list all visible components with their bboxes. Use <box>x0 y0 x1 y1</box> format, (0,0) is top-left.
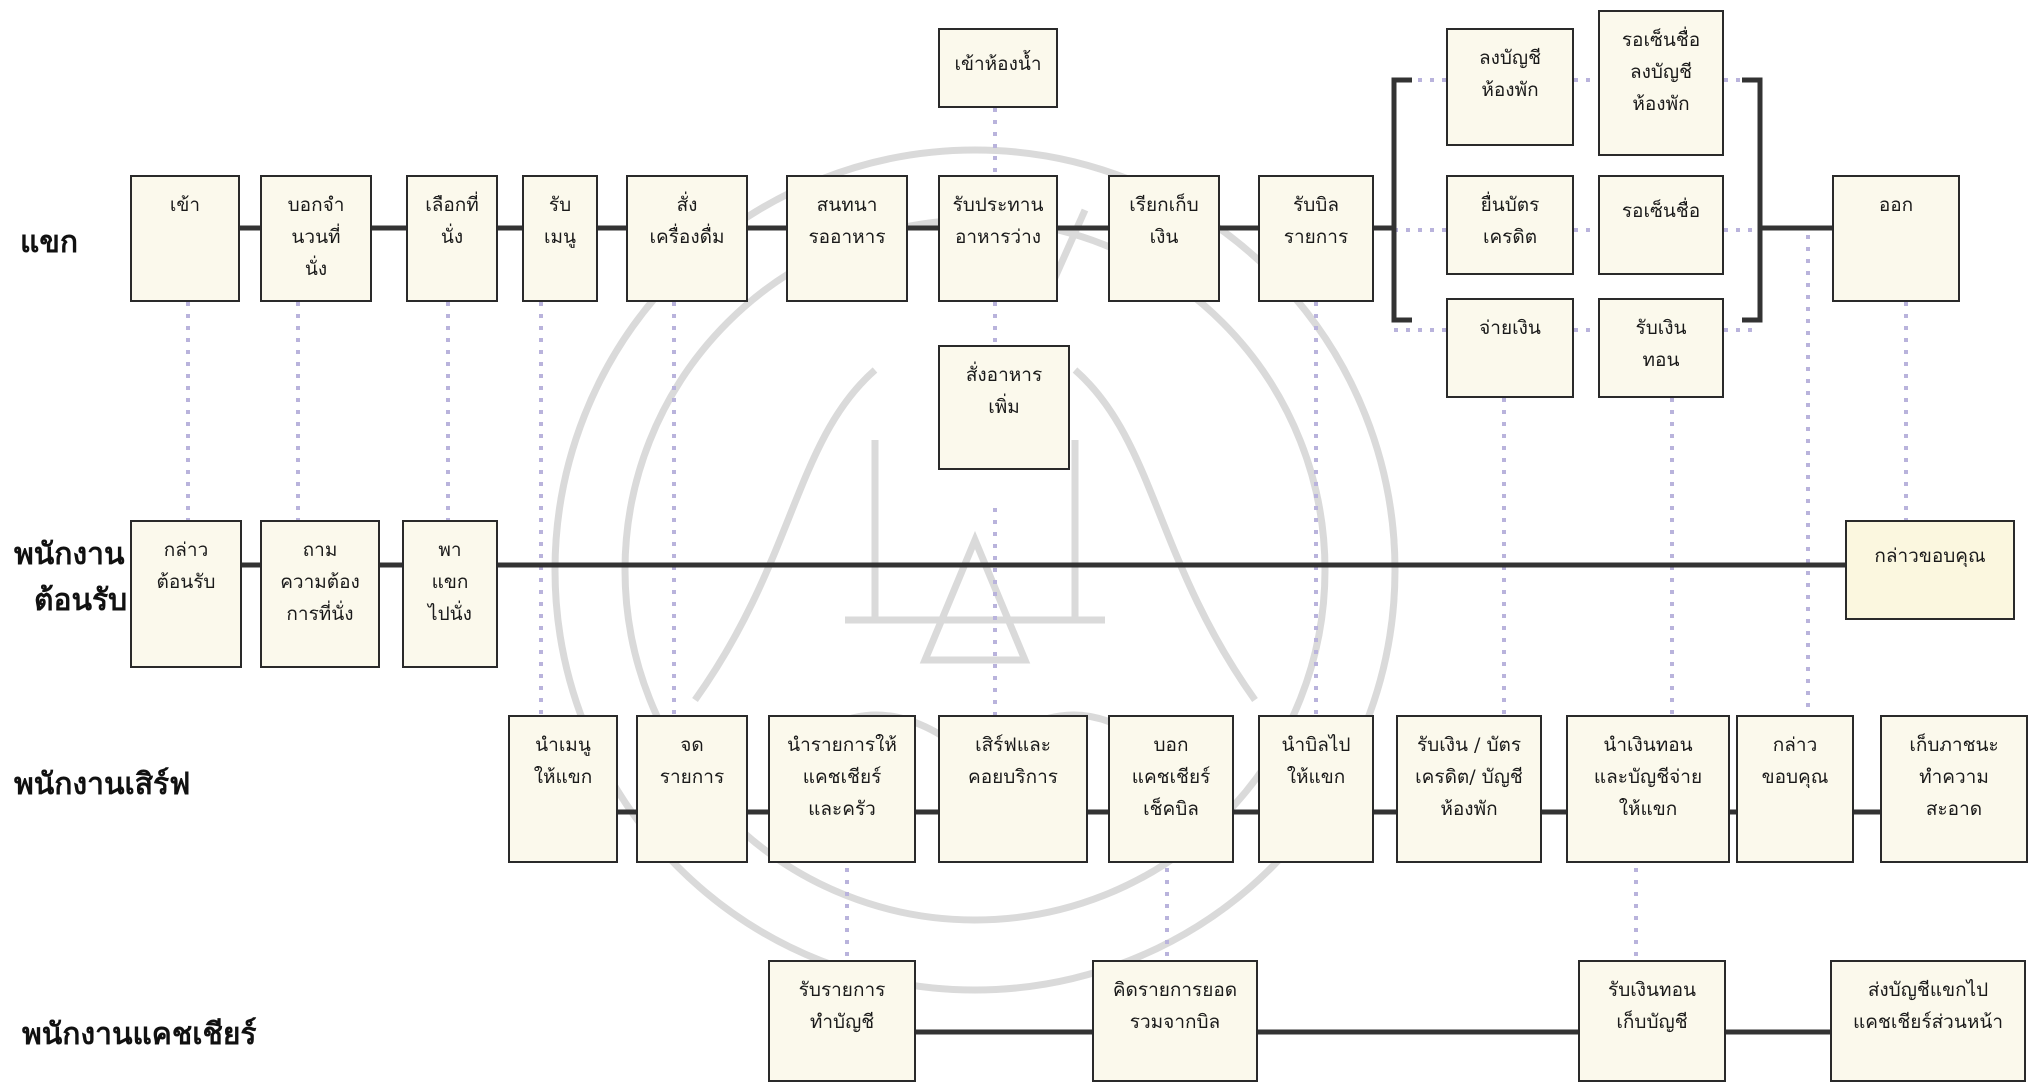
step-guest-receive-menu: รับ เมนู <box>522 175 598 302</box>
step-server-take-order: จด รายการ <box>636 715 748 863</box>
step-server-send-order: นำรายการให้ แคชเชียร์ และครัว <box>768 715 916 863</box>
step-server-bring-menu: นำเมนู ให้แขก <box>508 715 618 863</box>
step-server-clean: เก็บภาชนะ ทำความ สะอาด <box>1880 715 2028 863</box>
step-guest-eat-snack: รับประทาน อาหารว่าง <box>938 175 1058 302</box>
step-guest-receive-bill: รับบิล รายการ <box>1258 175 1374 302</box>
step-cashier-total: คิดรายการยอด รวมจากบิล <box>1092 960 1258 1082</box>
step-guest-exit: ออก <box>1832 175 1960 302</box>
step-guest-choose-seat: เลือกที่ นั่ง <box>406 175 498 302</box>
dotted-interaction-links <box>186 78 1908 960</box>
step-guest-wait-sign-room: รอเซ็นชื่อ ลงบัญชี ห้องพัก <box>1598 10 1724 156</box>
step-server-thank: กล่าว ขอบคุณ <box>1736 715 1854 863</box>
step-guest-order-drink: สั่ง เครื่องดื่ม <box>626 175 748 302</box>
step-cashier-change: รับเงินทอน เก็บบัญชี <box>1578 960 1726 1082</box>
step-guest-restroom: เข้าห้องน้ำ <box>938 28 1058 108</box>
step-server-bring-bill: นำบิลไป ให้แขก <box>1258 715 1374 863</box>
step-guest-pay: จ่ายเงิน <box>1446 298 1574 398</box>
step-server-return-change: นำเงินทอน และบัญชีจ่าย ให้แขก <box>1566 715 1730 863</box>
step-cashier-send: ส่งบัญชีแขกไป แคชเชียร์ส่วนหน้า <box>1830 960 2026 1082</box>
step-server-tell-cashier: บอก แคชเชียร์ เช็คบิล <box>1108 715 1234 863</box>
lane-label-receptionist-line-1: พนักงาน <box>14 537 125 572</box>
step-guest-tell-count: บอกจำ นวนที่ นั่ง <box>260 175 372 302</box>
lane-label-receptionist: พนักงาน ต้อนรับ <box>14 532 127 624</box>
step-guest-order-more: สั่งอาหาร เพิ่ม <box>938 345 1070 470</box>
step-guest-call-bill: เรียกเก็บ เงิน <box>1108 175 1220 302</box>
step-server-receive-payment: รับเงิน / บัตร เครดิต/ บัญชี ห้องพัก <box>1396 715 1542 863</box>
step-guest-wait-sign: รอเซ็นชื่อ <box>1598 175 1724 275</box>
lane-label-guest: แขก <box>20 225 79 260</box>
step-guest-receive-change: รับเงิน ทอน <box>1598 298 1724 398</box>
lane-label-receptionist-line-2: ต้อนรับ <box>34 583 128 618</box>
step-guest-enter: เข้า <box>130 175 240 302</box>
step-receptionist-ask-seat: ถาม ความต้อง การที่นั่ง <box>260 520 380 668</box>
step-guest-chat-wait: สนทนา รออาหาร <box>786 175 908 302</box>
step-guest-charge-room: ลงบัญชี ห้องพัก <box>1446 28 1574 146</box>
lane-label-cashier: พนักงานแคชเชียร์ <box>22 1017 257 1052</box>
step-receptionist-lead-guest: พา แขก ไปนั่ง <box>402 520 498 668</box>
step-receptionist-greet: กล่าว ต้อนรับ <box>130 520 242 668</box>
step-server-serve: เสิร์ฟและ คอยบริการ <box>938 715 1088 863</box>
step-cashier-record: รับรายการ ทำบัญชี <box>768 960 916 1082</box>
step-guest-give-card: ยื่นบัตร เครดิต <box>1446 175 1574 275</box>
step-receptionist-thank: กล่าวขอบคุณ <box>1845 520 2015 620</box>
lane-label-server: พนักงานเสิร์ฟ <box>14 767 191 802</box>
